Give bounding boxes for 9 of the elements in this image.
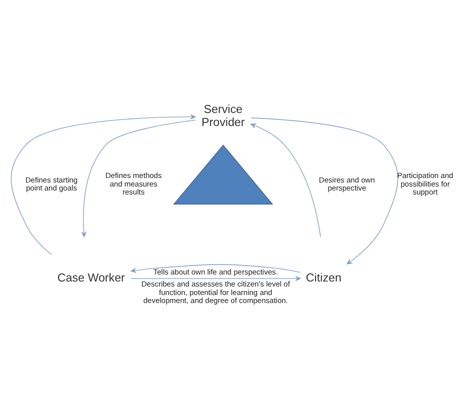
edge-label: Defines methods and measures results: [105, 170, 162, 196]
edge-label: Tells about own life and perspectives.: [153, 266, 278, 276]
edge-label: Desires and own perspective: [318, 174, 375, 192]
edge-label: Describes and assesses the citizen’s level of function, potential for learning and development, and degree of compensation.: [141, 279, 290, 305]
edge-label: Defines starting point and goals: [25, 174, 78, 192]
node-text: Case Worker: [57, 270, 125, 284]
edge-label: Participation and possibilities for support: [397, 170, 454, 196]
node-text: Service Provider: [202, 102, 245, 128]
node-text: Citizen: [306, 270, 342, 284]
